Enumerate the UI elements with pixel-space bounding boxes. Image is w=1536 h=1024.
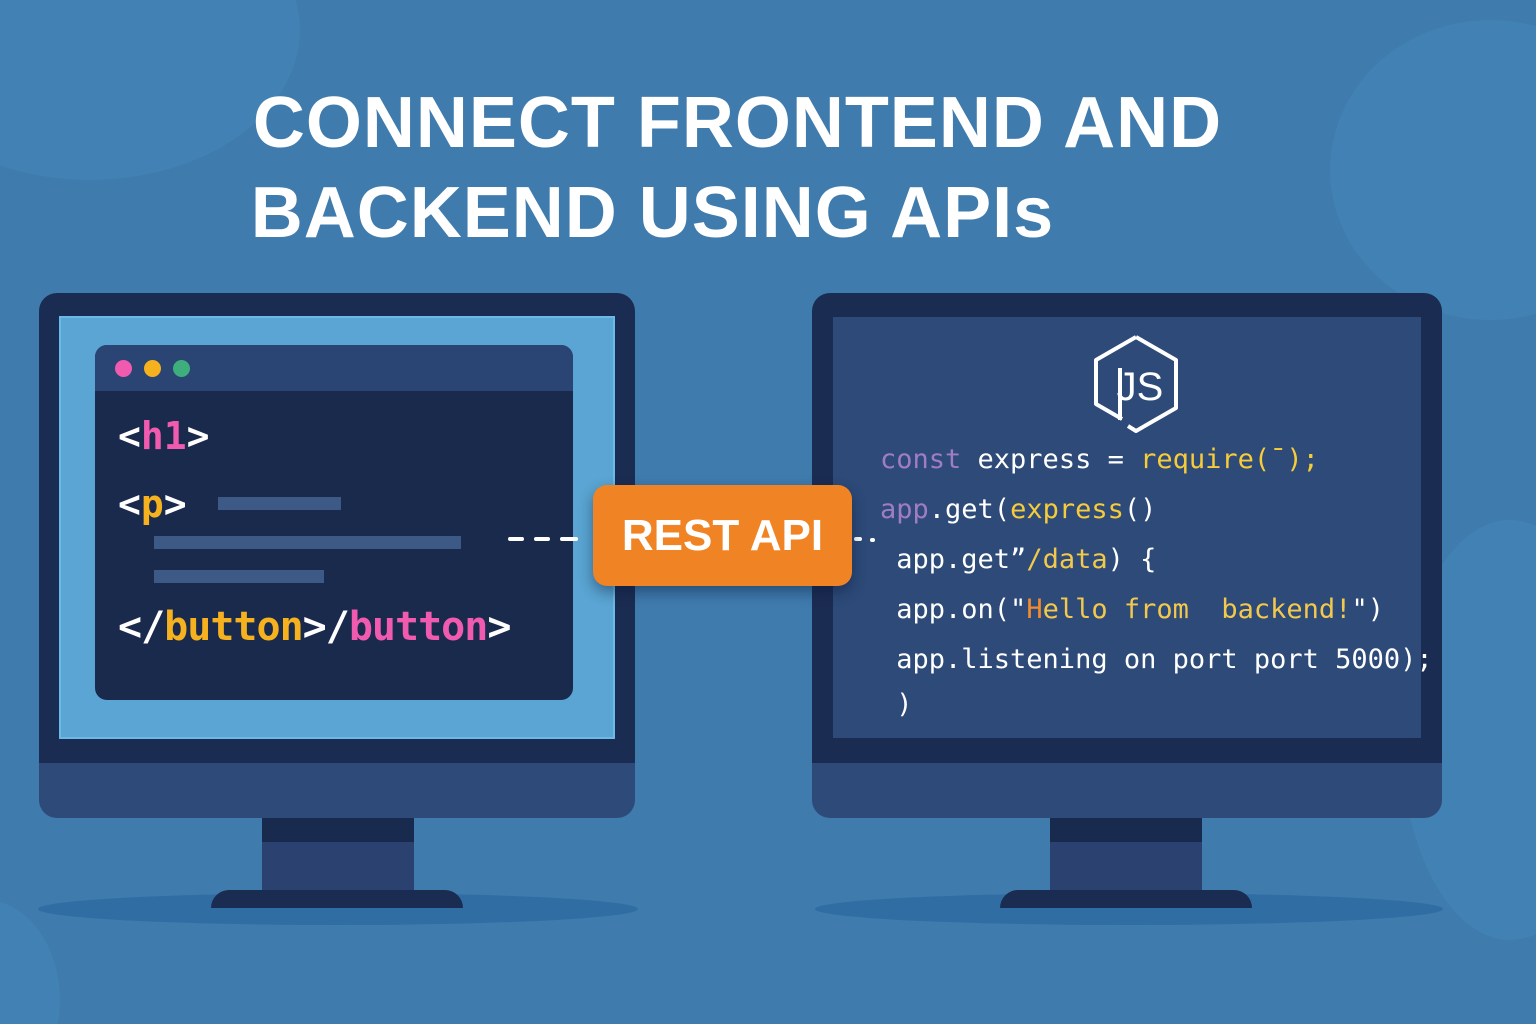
- monitor-neck: [262, 818, 414, 842]
- monitor-neck: [1050, 818, 1202, 842]
- backend-code-line-3: app.get”/data) {: [880, 544, 1157, 575]
- text-placeholder-bar: [154, 536, 461, 549]
- monitor-chin: [39, 763, 635, 818]
- monitor-stand: [1050, 842, 1202, 894]
- close-dot-icon[interactable]: [115, 359, 132, 377]
- monitor-foot: [1000, 890, 1252, 908]
- code-button: </button>/button>: [118, 604, 511, 650]
- connector-dash: [534, 537, 550, 541]
- rest-api-badge: REST API: [593, 485, 852, 586]
- monitor-stand: [262, 842, 414, 894]
- background-blob: [0, 900, 60, 1024]
- monitor-foot: [211, 890, 463, 908]
- backend-code-line-2: app.get(express(): [880, 494, 1157, 525]
- rest-api-label: REST API: [621, 510, 824, 560]
- connector-dash: [508, 537, 524, 541]
- browser-titlebar: [95, 345, 573, 391]
- svg-text:JS: JS: [1117, 365, 1164, 409]
- page-title: CONNECT FRONTEND AND BACKEND USING APIs: [0, 78, 1475, 258]
- minimize-dot-icon[interactable]: [144, 359, 161, 377]
- nodejs-logo-icon: JS: [1094, 335, 1178, 433]
- connector-dash: [870, 538, 875, 542]
- monitor-chin: [812, 763, 1442, 818]
- browser-window: [95, 345, 573, 700]
- title-line-2: BACKEND USING APIs: [250, 173, 1055, 253]
- backend-code-line-6: ): [880, 689, 913, 720]
- connector-dash: [854, 537, 862, 541]
- backend-code-line-4: app.on("Hello from backend!"): [880, 594, 1384, 625]
- connector-dash: [560, 537, 578, 541]
- backend-screen: [833, 317, 1421, 738]
- text-placeholder-bar: [154, 570, 324, 583]
- code-p: <p>: [118, 482, 187, 526]
- title-line-1: CONNECT FRONTEND AND: [252, 83, 1223, 163]
- maximize-dot-icon[interactable]: [173, 359, 190, 377]
- backend-code-line-5: app.listening on port port 5000);: [880, 644, 1433, 675]
- text-placeholder-bar: [218, 497, 341, 510]
- backend-code-line-1: const express = require(¯);: [880, 444, 1319, 475]
- code-h1: <h1>: [118, 414, 210, 458]
